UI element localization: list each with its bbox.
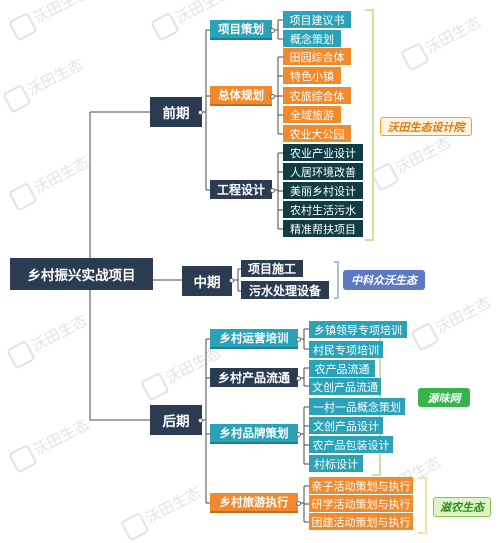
connector-dot xyxy=(296,501,301,506)
connector-dot xyxy=(296,432,301,437)
leaf-item: 乡镇领导专项培训 xyxy=(309,321,407,338)
leaf-item: 田园综合体 xyxy=(283,48,351,65)
leaf-item: 村民专项培训 xyxy=(309,341,383,358)
leaf-item: 项目施工 xyxy=(241,260,303,279)
leaf-item: 农产品流通 xyxy=(309,360,375,377)
connector-dot xyxy=(229,278,234,283)
leaf-item: 一村一品概念策划 xyxy=(309,398,405,415)
leaf-item: 全域旅游 xyxy=(283,106,341,123)
leaf-item: 团建活动策划与执行 xyxy=(309,513,413,530)
leaf-item: 农业产业设计 xyxy=(283,144,363,161)
leaf-item: 概念策划 xyxy=(283,30,341,47)
provider-tag-tourism: 滋农生态 xyxy=(433,497,491,517)
connector-dot xyxy=(296,376,301,381)
leaf-item: 研学活动策划与执行 xyxy=(309,495,413,512)
connector-dot xyxy=(198,418,203,423)
connector-dot xyxy=(270,188,275,193)
leaf-item: 村标设计 xyxy=(309,455,363,472)
phase-early: 前期 xyxy=(150,97,202,127)
leaf-item: 亲子活动策划与执行 xyxy=(309,477,413,494)
root-node: 乡村振兴实战项目 xyxy=(10,258,153,290)
provider-tag-early: 沃田生态设计院 xyxy=(380,117,472,136)
leaf-item: 农业大公园 xyxy=(283,125,351,142)
provider-tag-late: 源味网 xyxy=(418,388,470,407)
leaf-item: 农产品包装设计 xyxy=(309,436,393,453)
leaf-item: 农村生活污水 xyxy=(283,201,363,218)
connector-dot xyxy=(270,94,275,99)
leaf-item: 文创产品流通 xyxy=(309,378,381,395)
leaf-item: 美丽乡村设计 xyxy=(283,182,363,199)
leaf-item: 农旅综合体 xyxy=(283,87,351,104)
leaf-item: 特色小镇 xyxy=(283,67,341,84)
leaf-item: 精准帮扶项目 xyxy=(283,220,363,237)
group-rural-training: 乡村运营培训 xyxy=(210,329,298,349)
group-master-planning: 总体规划 xyxy=(210,86,272,106)
connector-dot xyxy=(270,28,275,33)
provider-tag-middle: 中科众沃生态 xyxy=(343,270,425,290)
phase-middle: 中期 xyxy=(182,266,232,296)
leaf-item: 项目建议书 xyxy=(283,11,351,28)
group-tourism-execution: 乡村旅游执行 xyxy=(210,493,298,513)
group-product-circulation: 乡村产品流通 xyxy=(210,368,298,389)
phase-late: 后期 xyxy=(150,405,202,435)
group-brand-planning: 乡村品牌策划 xyxy=(210,424,298,444)
leaf-item: 人居环境改善 xyxy=(283,163,363,180)
leaf-item: 污水处理设备 xyxy=(241,281,329,301)
group-project-planning: 项目策划 xyxy=(210,20,272,40)
connector-dot xyxy=(198,110,203,115)
connector-dot xyxy=(296,337,301,342)
group-engineering-design: 工程设计 xyxy=(210,180,272,201)
leaf-item: 文创产品设计 xyxy=(309,417,383,434)
